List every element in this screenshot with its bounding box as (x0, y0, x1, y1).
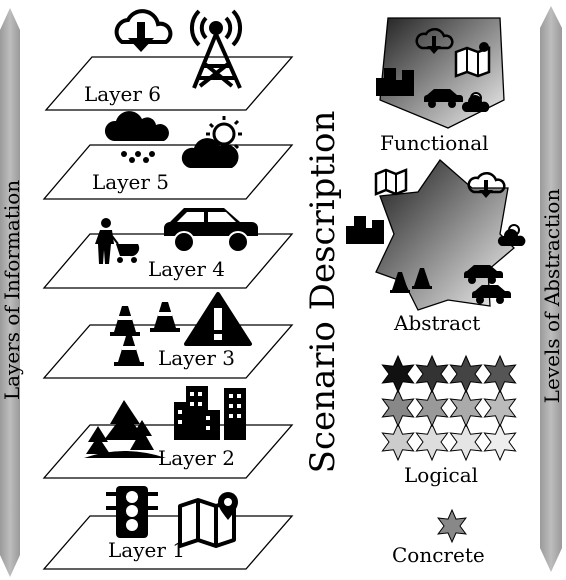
city-buildings-icon (346, 216, 384, 244)
left-bar-label: Layers of Information (0, 180, 24, 400)
layer-plane (44, 56, 294, 111)
map-pin-icon (374, 168, 408, 196)
center-label: Scenario Description (303, 111, 343, 474)
layer-1: Layer 1 (42, 486, 294, 570)
layer-2: Layer 2 (42, 386, 294, 479)
traffic-light-icon (106, 486, 158, 538)
star-icon (415, 422, 449, 462)
car-icon (164, 208, 258, 253)
star-icon (415, 388, 449, 428)
right-arrow-bar: Levels of Abstraction (540, 6, 564, 572)
level-logical: Logical (381, 354, 517, 487)
warning-sign-icon (184, 292, 252, 346)
car-icon (424, 89, 463, 108)
star-icon (437, 508, 467, 544)
left-arrow-bar: Layers of Information (0, 8, 24, 577)
layer-4: Layer 4 (42, 208, 294, 289)
cloud-download-icon (467, 171, 506, 198)
level-label: Logical (404, 463, 478, 487)
star-icon (381, 388, 415, 428)
city-buildings-icon (376, 68, 414, 96)
sun-cloud-icon (461, 92, 490, 112)
star-icon (381, 354, 415, 394)
trees-icon (84, 400, 166, 458)
map-pin-icon (178, 492, 238, 548)
level-concrete: Concrete (392, 508, 485, 567)
star-icon (449, 388, 483, 428)
traffic-cone-icon (110, 302, 180, 366)
cloud-download-icon (114, 9, 173, 52)
car-icon (464, 265, 511, 304)
layer-label: Layer 6 (84, 82, 161, 106)
traffic-cone-icon (390, 268, 432, 293)
layer-label: Layer 4 (148, 257, 225, 281)
map-pin-icon (454, 42, 491, 78)
pedestrian-stroller-icon (95, 218, 140, 264)
layer-5: Layer 5 (42, 111, 294, 200)
rain-cloud-icon (104, 111, 169, 163)
level-label: Abstract (393, 311, 480, 335)
sun-cloud-icon (497, 224, 526, 246)
level-abstract: Abstract (346, 159, 526, 335)
level-label: Concrete (392, 543, 485, 567)
layer-label: Layer 5 (92, 170, 169, 194)
star-icon (381, 422, 415, 462)
layer-label: Layer 1 (108, 538, 185, 562)
star-icon (449, 422, 483, 462)
layer-label: Layer 3 (158, 346, 235, 370)
level-functional: Functional (376, 17, 505, 155)
star-icon (483, 388, 517, 428)
layer-label: Layer 2 (158, 446, 235, 470)
level-label: Functional (380, 131, 489, 155)
city-buildings-icon (174, 386, 246, 440)
radio-tower-icon (189, 9, 243, 89)
layer-6: Layer 6 (44, 9, 294, 111)
star-icon (483, 354, 517, 394)
star-icon (415, 354, 449, 394)
star-icon (449, 354, 483, 394)
cloud-download-icon (415, 27, 454, 54)
sun-cloud-icon (181, 116, 242, 168)
layer-3: Layer 3 (42, 292, 294, 379)
star-icon (483, 422, 517, 462)
right-bar-label: Levels of Abstraction (540, 189, 564, 404)
